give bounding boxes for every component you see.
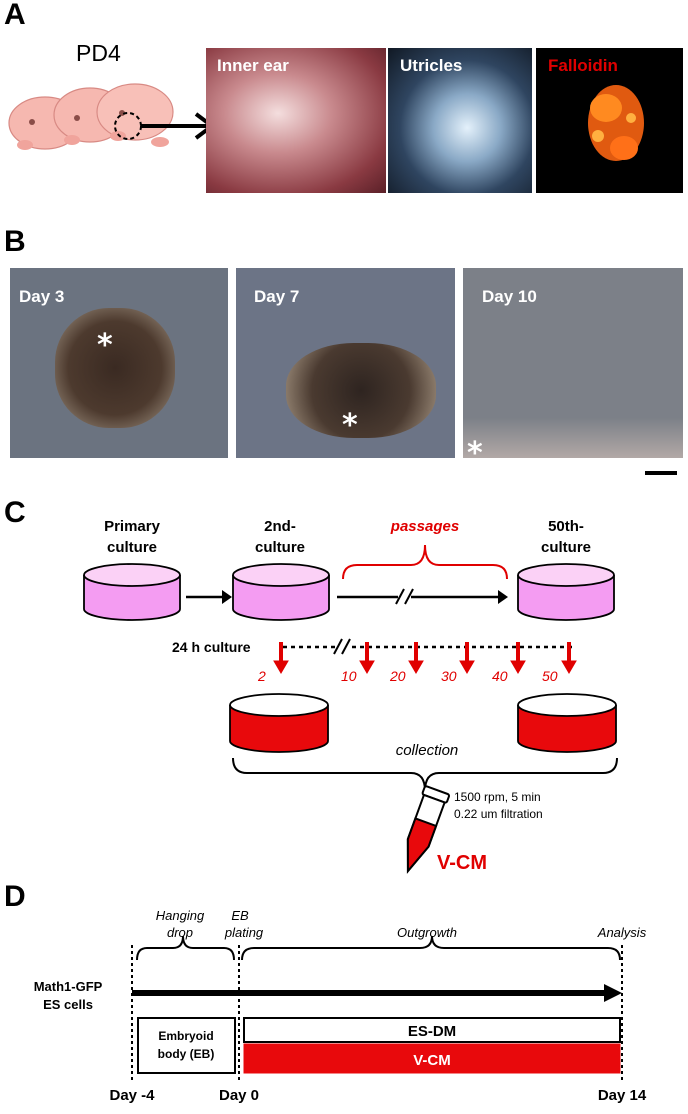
passage-number-20: 20	[389, 668, 406, 684]
panel-a-letter: A	[4, 0, 26, 31]
collection-tube	[406, 785, 451, 874]
primary-label-line1: Primary	[104, 518, 161, 535]
culture-24h-label: 24 h culture	[172, 639, 251, 655]
utricles-label: Utricles	[400, 56, 463, 75]
utricles-image: Utricles	[388, 48, 532, 193]
panel-d-letter: D	[4, 880, 26, 913]
outgrowth-brace	[241, 935, 621, 961]
passages-brace	[342, 544, 508, 580]
day3-explant-marker: *	[97, 328, 113, 363]
passage-number-2: 2	[257, 668, 266, 684]
day-14-label: Day 14	[598, 1087, 647, 1104]
passage-number-10: 10	[341, 668, 357, 684]
passage-number-30: 30	[441, 668, 457, 684]
day10-image: Day 10 *	[463, 268, 683, 458]
outgrowth-label: Outgrowth	[397, 925, 457, 940]
vcm-product-label: V-CM	[437, 852, 487, 874]
mouse-pups-illustration	[8, 83, 216, 150]
inner-ear-image: Inner ear	[206, 48, 386, 193]
panel-c-letter: C	[4, 496, 26, 529]
eb-box-line1: Embryoid	[158, 1029, 213, 1043]
hanging-drop-line1: Hanging	[156, 908, 205, 923]
falloidin-image: Falloidin	[536, 48, 683, 193]
passages-label: passages	[390, 518, 459, 535]
day3-image: Day 3 *	[10, 268, 228, 458]
hanging-drop-brace	[136, 935, 235, 961]
collection-dish-left	[229, 693, 329, 753]
eb-plating-line1: EB	[231, 908, 249, 923]
age-label: PD4	[76, 40, 121, 66]
day10-explant-marker: *	[467, 436, 483, 458]
day7-explant-marker: *	[342, 408, 358, 443]
passage-number-40: 40	[492, 668, 508, 684]
panel-d-timeline: Hanging drop EB plating Outgrowth Analys…	[34, 908, 647, 1104]
analysis-label: Analysis	[597, 925, 647, 940]
passage-number-50: 50	[542, 668, 558, 684]
day3-explant	[55, 308, 175, 428]
fiftieth-culture-dish	[517, 563, 615, 621]
day-minus4-label: Day -4	[109, 1087, 155, 1104]
day10-label: Day 10	[482, 287, 537, 306]
fiftieth-label-line1: 50th-	[548, 518, 584, 535]
collection-arrows	[273, 642, 577, 674]
eb-plating-line2: plating	[224, 925, 264, 940]
day3-label: Day 3	[19, 287, 65, 306]
day10-explant-edge	[463, 418, 683, 458]
filtration-condition: 0.22 um filtration	[454, 807, 543, 821]
arrow-primary-to-second	[186, 590, 232, 604]
es-dm-label: ES-DM	[408, 1023, 456, 1040]
second-label-line2: culture	[255, 539, 305, 556]
arrow-second-to-fiftieth	[337, 588, 508, 605]
collection-label: collection	[396, 742, 459, 759]
v-cm-bar	[243, 1043, 621, 1074]
embryoid-body-box	[137, 1017, 236, 1074]
cells-label-line2: ES cells	[43, 997, 93, 1012]
inner-ear-label: Inner ear	[217, 56, 289, 75]
centrifuge-condition: 1500 rpm, 5 min	[454, 790, 541, 804]
falloidin-label: Falloidin	[548, 56, 618, 75]
day7-image: Day 7 *	[236, 268, 455, 458]
panel-b-letter: B	[4, 225, 26, 258]
fiftieth-label-line2: culture	[541, 539, 591, 556]
cells-label-line1: Math1-GFP	[34, 979, 103, 994]
collection-dish-right	[517, 693, 617, 753]
hanging-drop-line2: drop	[167, 925, 193, 940]
es-dm-bar	[243, 1017, 621, 1043]
scale-bar	[645, 471, 677, 475]
second-label-line1: 2nd-	[264, 518, 296, 535]
falloidin-staining	[588, 85, 644, 161]
day7-explant	[286, 343, 436, 438]
day-0-label: Day 0	[219, 1087, 259, 1104]
v-cm-label: V-CM	[413, 1052, 451, 1069]
eb-box-line2: body (EB)	[158, 1047, 215, 1061]
primary-label-line2: culture	[107, 539, 157, 556]
primary-culture-dish	[83, 563, 181, 621]
panel-c-diagram: Primary culture 2nd- culture 50th- cultu…	[83, 518, 618, 874]
day7-label: Day 7	[254, 287, 300, 306]
second-culture-dish	[232, 563, 330, 621]
